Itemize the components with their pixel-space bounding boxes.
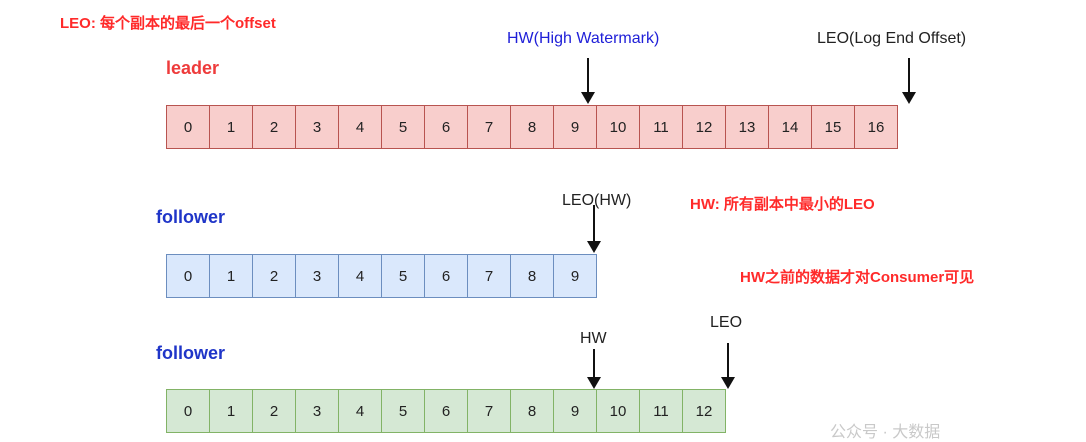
follower2-offset-cell: 4 (338, 389, 382, 433)
leader-offset-cell: 10 (596, 105, 640, 149)
leader-leo-pointer-label: LEO(Log End Offset) (817, 30, 967, 47)
follower2-offset-cell: 8 (510, 389, 554, 433)
follower2-offset-cell: 6 (424, 389, 468, 433)
follower2-leo-pointer-label: LEO (710, 314, 743, 331)
leader-offset-cell: 6 (424, 105, 468, 149)
leader-offset-cell: 2 (252, 105, 296, 149)
leader-hw-pointer-label: HW(High Watermark) (507, 30, 660, 47)
follower2-offset-cell: 2 (252, 389, 296, 433)
follower2-offset-cell: 10 (596, 389, 640, 433)
leo-definition-note: LEO: 每个副本的最后一个offset (60, 15, 276, 32)
leader-offset-cell: 16 (854, 105, 898, 149)
leader-offset-cell: 9 (553, 105, 597, 149)
leader-offset-cell: 4 (338, 105, 382, 149)
follower2-offset-cell: 11 (639, 389, 683, 433)
follower2-offset-cell: 1 (209, 389, 253, 433)
leader-leo-arrow-icon (902, 58, 916, 104)
follower2-leo-arrow-icon (721, 343, 735, 389)
follower1-offset-cell: 4 (338, 254, 382, 298)
leader-offset-cell: 8 (510, 105, 554, 149)
follower1-offset-cell: 3 (295, 254, 339, 298)
follower1-leo-hw-arrow-icon (587, 205, 601, 253)
follower1-offset-cell: 2 (252, 254, 296, 298)
follower1-offset-cell: 9 (553, 254, 597, 298)
follower2-offset-cell: 0 (166, 389, 210, 433)
leader-hw-arrow-icon (581, 58, 595, 104)
follower2-offset-cell: 3 (295, 389, 339, 433)
follower1-leo-hw-pointer-label: LEO(HW) (562, 192, 632, 209)
follower2-label: follower (156, 343, 226, 363)
visibility-note: HW之前的数据才对Consumer可见 (740, 269, 975, 286)
leader-offset-cell: 12 (682, 105, 726, 149)
follower2-offset-cell: 5 (381, 389, 425, 433)
leader-offset-cell: 5 (381, 105, 425, 149)
follower1-offset-cell: 5 (381, 254, 425, 298)
leader-offset-cell: 11 (639, 105, 683, 149)
leader-offset-cell: 14 (768, 105, 812, 149)
follower2-offset-cell: 12 (682, 389, 726, 433)
leader-offset-cell: 0 (166, 105, 210, 149)
leader-offset-cell: 3 (295, 105, 339, 149)
hw-definition-note: HW: 所有副本中最小的LEO (690, 196, 875, 213)
leader-offset-cell: 7 (467, 105, 511, 149)
watermark: 公众号 · 大数据 (830, 424, 941, 441)
follower1-offset-cell: 8 (510, 254, 554, 298)
follower2-offset-cell: 7 (467, 389, 511, 433)
follower2-offset-cell: 9 (553, 389, 597, 433)
follower2-hw-arrow-icon (587, 349, 601, 389)
follower1-label: follower (156, 207, 226, 227)
follower1-offset-cell: 1 (209, 254, 253, 298)
leader-offset-cell: 1 (209, 105, 253, 149)
follower1-offset-cell: 6 (424, 254, 468, 298)
follower2-hw-pointer-label: HW (580, 330, 607, 347)
follower1-offset-cell: 7 (467, 254, 511, 298)
leader-offset-cell: 13 (725, 105, 769, 149)
leader-label: leader (166, 58, 220, 78)
follower1-offset-cell: 0 (166, 254, 210, 298)
leader-offset-cell: 15 (811, 105, 855, 149)
